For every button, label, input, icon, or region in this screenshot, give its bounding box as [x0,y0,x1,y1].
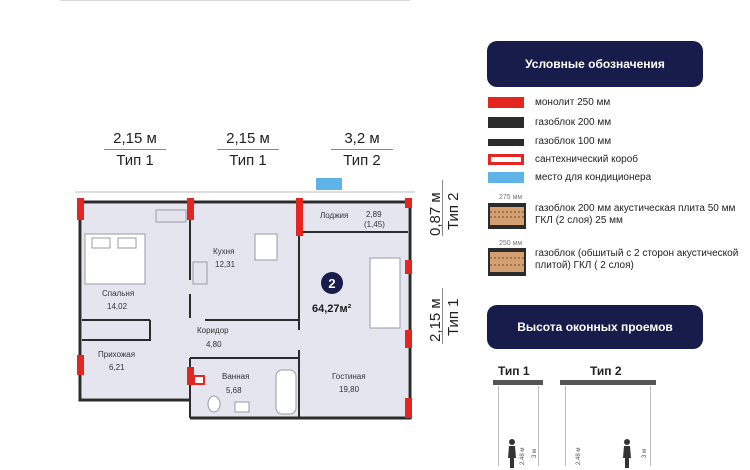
side-width-label-2b: Тип 1 [445,298,462,336]
width-divider [217,149,279,150]
side-width-divider-1 [442,180,443,236]
swatch-gasblock-200 [488,117,524,128]
width-size: 2,15 м [226,130,270,147]
thickness-tag-2: 250 мм [499,240,523,247]
person-silhouette-2 [623,439,631,468]
window-type-1-dim1: 2.48 м [520,447,526,465]
furniture [84,209,401,415]
window-type-1-dim2: 3 м [532,448,538,458]
side-width-type: Тип 1 [445,298,462,336]
window-type-2-dim1: 2.48 м [576,447,582,465]
legend-title: Условные обозначения [487,41,703,87]
room-loggia-area: 2,89 [366,210,382,219]
width-type: Тип 1 [229,152,267,169]
swatch-gasblock-100 [488,139,524,146]
room-hall-area: 6,21 [109,363,125,372]
legend-item-gasblock-100: газоблок 100 мм [488,136,611,147]
width-label-2: 2,15 м Тип 1 [208,130,288,169]
hall-fill [82,338,190,398]
window-type-1-frame-l [498,386,499,466]
person-silhouette-1 [508,439,516,468]
window-type-2-frame-r [650,386,651,466]
room-corridor-area: 4,80 [206,340,222,349]
top-divider [60,0,410,1]
monolith-walls [77,198,412,418]
legend-label: место для кондиционера [535,172,652,183]
width-label-3: 3,2 м Тип 2 [322,130,402,169]
width-size: 2,15 м [113,130,157,147]
legend-label: газоблок 200 мм [535,117,612,128]
width-divider [331,149,393,150]
legend-item-monolith: монолит 250 мм [488,97,610,108]
room-living-area: 19,80 [339,385,360,394]
legend-label: сантехнический короб [535,154,638,165]
legend-label: монолит 250 мм [535,97,611,108]
room-loggia-name: Лоджия [320,211,348,220]
room-living-name: Гостиная [332,372,366,381]
legend-item-ac: место для кондиционера [488,172,651,183]
window-type-1-label: Тип 1 [498,364,530,378]
legend-item-plumbing: сантехнический короб [488,154,638,165]
floor-plan: 2 64,27м² Лоджия 2,89 (1,45) Кухня 12,31… [75,178,415,420]
ac-place [316,178,342,190]
apartment-area: 64,27м² [312,303,352,315]
room-bedroom-name: Спальня [102,289,134,298]
swatch-ac [488,172,524,183]
window-type-2-label: Тип 2 [590,364,622,378]
loggia-fill [300,204,408,232]
room-bedroom-area: 14,02 [107,302,128,311]
room-loggia-area2: (1,45) [364,220,385,229]
legend-label: газоблок (обшитый с 2 сторон акустическо… [535,248,739,271]
swatch-monolith [488,97,524,108]
window-type-1-bar [493,380,543,385]
room-bath-area: 5,68 [226,386,242,395]
side-width-type: Тип 2 [445,192,462,230]
swatch-acoustic-2 [488,248,526,276]
plumbing-box [193,375,205,385]
width-type: Тип 2 [343,152,381,169]
width-divider [104,149,166,150]
apartment-number: 2 [328,276,335,291]
thickness-tag-1: 275 мм [499,194,523,201]
width-size: 3,2 м [344,130,380,147]
kitchen-fill [190,204,298,320]
legend-item-gasblock-200: газоблок 200 мм [488,117,611,128]
legend-label: газоблок 200 мм акустическая плита 50 мм… [535,203,736,226]
width-type: Тип 1 [116,152,154,169]
swatch-plumbing [488,154,524,165]
room-kitchen-area: 12,31 [215,260,236,269]
room-hall-name: Прихожая [98,350,135,359]
window-type-2-dim2: 3 м [642,448,648,458]
window-type-1-frame-r [538,386,539,466]
window-type-2-frame-l [565,386,566,466]
legend-label: газоблок 100 мм [535,136,612,147]
swatch-acoustic-1 [488,203,526,229]
window-heights-title: Высота оконных проемов [487,305,703,349]
side-width-divider-2 [442,288,443,344]
room-corridor-name: Коридор [197,326,229,335]
room-kitchen-name: Кухня [213,247,234,256]
room-bath-name: Ванная [222,372,249,381]
side-width-label-1b: Тип 2 [445,192,462,230]
window-type-2-bar [560,380,656,385]
apartment-badge [321,272,343,294]
width-label-1: 2,15 м Тип 1 [95,130,175,169]
